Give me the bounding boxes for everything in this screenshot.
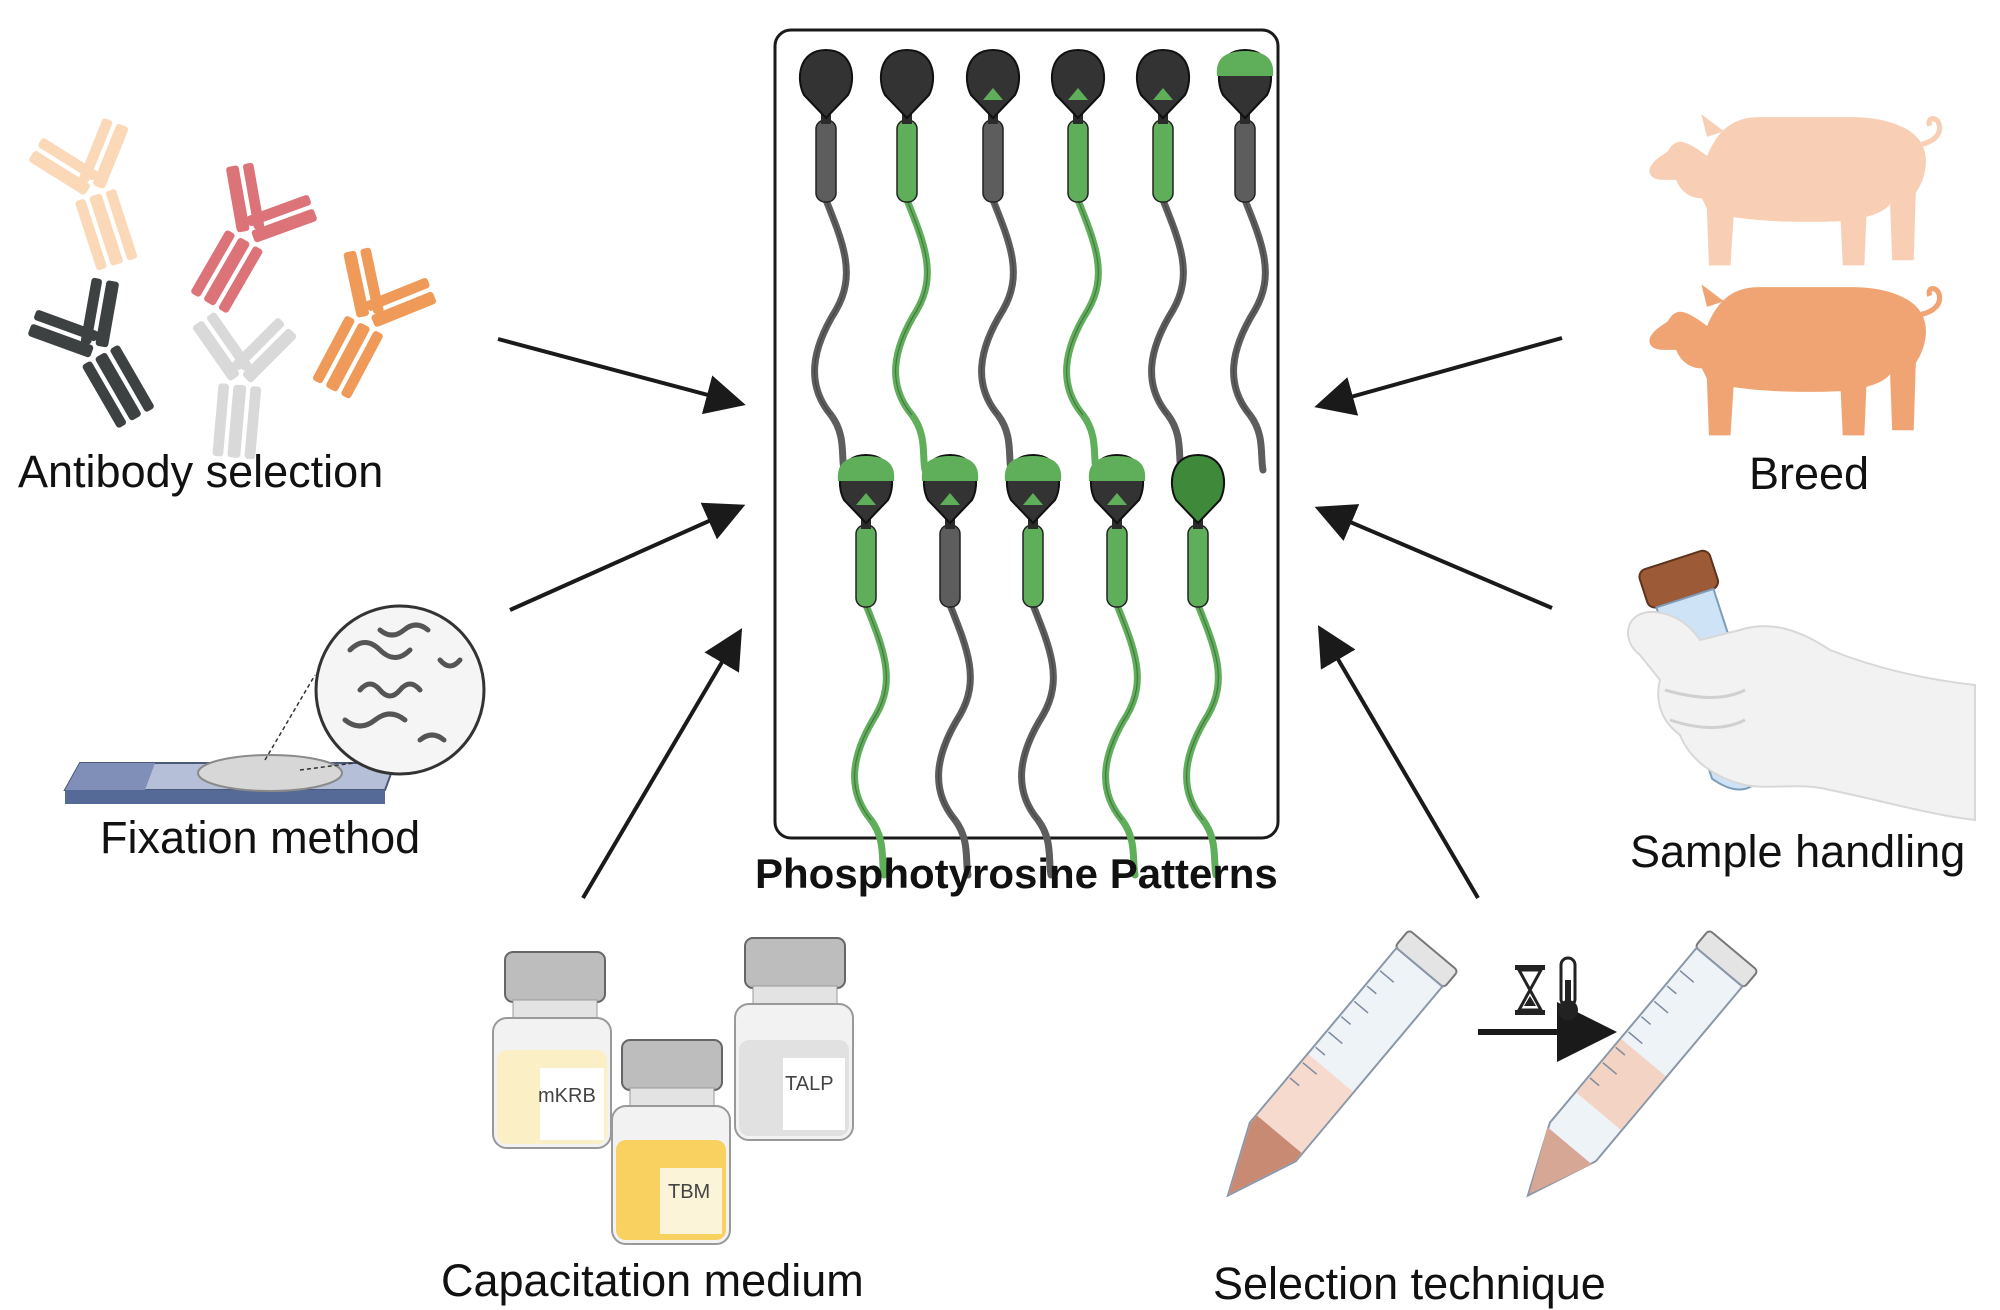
factor-label-fixation: Fixation method [100,812,421,863]
arrow-selection [1317,625,1480,900]
arrow-medium [581,628,743,900]
antibody-icon [18,266,183,445]
arrow-antibody [497,337,746,415]
media-bottles: mKRB TBM TALP [492,937,854,1245]
sperm-cell [837,453,895,879]
factor-label-selection: Selection technique [1213,1258,1606,1309]
gloved-hand-tube-icon [1627,549,1976,822]
thermometer-icon [1558,956,1578,1020]
antibody-icon [180,309,300,463]
centrifuge-tube-icon [1526,930,1758,1198]
sperm-cell [965,48,1021,474]
arrow-fixation [509,502,746,612]
antibody-icon [22,110,169,281]
microscope-slide-icon [63,604,486,804]
sperm-patterns [798,48,1274,879]
sperm-cell [1050,48,1106,474]
centrifuge-tube-icon [1226,930,1458,1198]
antibodies-cluster [18,110,446,463]
media-bottle-icon: TALP [734,937,854,1141]
sperm-cell [798,48,854,474]
bottle-label-mkrb: mKRB [538,1085,596,1107]
sperm-cell [1004,453,1062,879]
arrow-handling [1314,504,1553,610]
sperm-panel [773,28,1280,840]
factor-label-antibody: Antibody selection [18,446,384,497]
bottle-label-tbm: TBM [668,1181,710,1203]
arrow-breed [1314,336,1563,416]
antibody-icon [283,237,446,415]
factor-label-medium: Capacitation medium [441,1255,864,1306]
pig-icon [1650,286,1940,435]
media-bottle-icon: TBM [611,1039,731,1245]
sperm-cell [1135,48,1191,474]
page-title: Phosphotyrosine Patterns [755,850,1278,897]
arrows [497,336,1563,900]
sperm-cell [1170,453,1226,879]
media-bottle-icon: mKRB [492,951,612,1149]
sperm-cell [1088,453,1146,879]
sperm-cell [921,453,979,879]
sperm-cell [879,48,935,474]
hourglass-icon [1515,965,1545,1015]
selection-tubes [1226,930,1758,1198]
bottle-label-talp: TALP [785,1073,834,1095]
factor-label-breed: Breed [1749,448,1870,499]
pigs [1650,116,1940,435]
sperm-cell [1216,48,1274,474]
antibody-icon [162,151,327,330]
factor-label-handling: Sample handling [1630,826,1966,877]
pig-icon [1650,116,1940,265]
